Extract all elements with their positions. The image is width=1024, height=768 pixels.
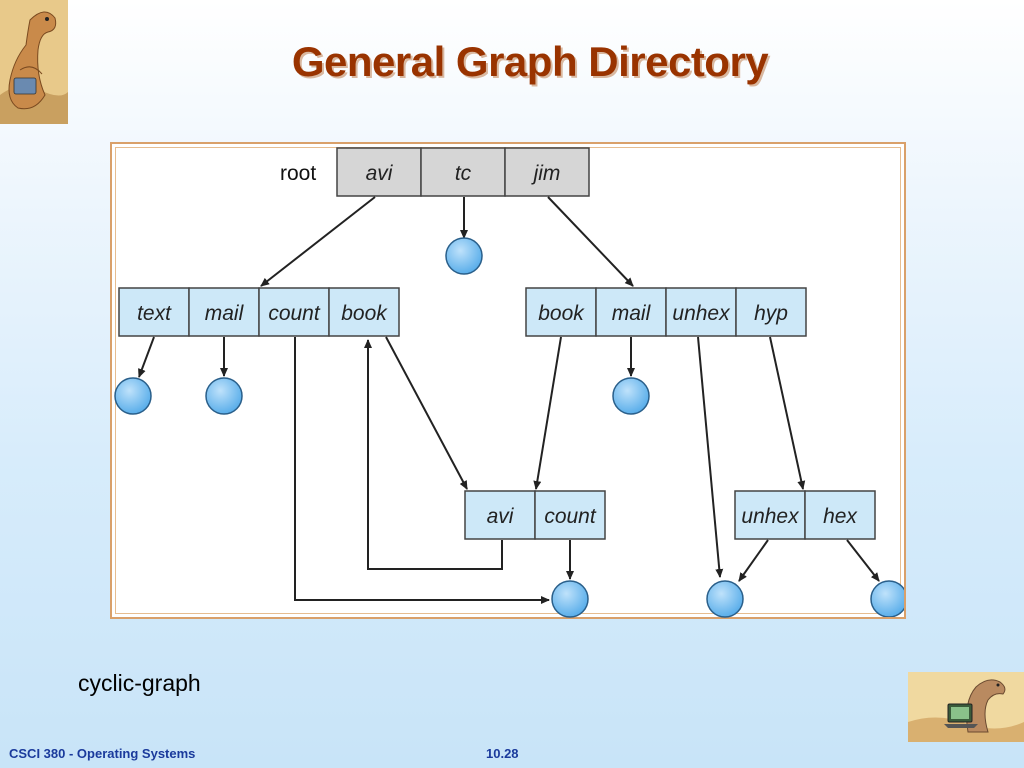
jim-directory: book mail unhex hyp	[525, 287, 807, 337]
file-node-avi-text	[114, 377, 152, 415]
avi-entry-text: text	[137, 302, 172, 325]
edge-text-to-file	[138, 336, 155, 378]
file-node-shared-count	[551, 580, 589, 618]
jim-entry-hyp: hyp	[754, 302, 788, 325]
file-node-jim-mail	[612, 377, 650, 415]
edge-jim-unhex-to-file	[697, 336, 724, 578]
edge-hyp-unhex-to-file	[738, 539, 769, 582]
edge-shared-avi-to-avi-book	[364, 339, 503, 570]
file-node-avi-mail	[205, 377, 243, 415]
edge-root-jim-to-jim-dir	[547, 196, 634, 287]
avi-entry-mail: mail	[205, 302, 245, 325]
edge-hyp-to-hyp-dir	[769, 336, 806, 490]
root-directory: avi tc jim	[336, 147, 590, 197]
jim-entry-book: book	[538, 302, 585, 325]
footer-page-number: 10.28	[486, 746, 519, 761]
dinosaur-logo-icon	[0, 0, 68, 124]
jim-entry-unhex: unhex	[672, 302, 731, 325]
hyp-directory: unhex hex	[734, 490, 876, 540]
avi-entry-book: book	[341, 302, 388, 325]
shared-directory: avi count	[464, 490, 606, 540]
avi-directory: text mail count book	[118, 287, 400, 337]
root-entry-tc: tc	[455, 162, 472, 185]
dinosaur-laptop-logo-icon	[908, 672, 1024, 742]
edge-book-to-shared-dir	[385, 336, 468, 490]
root-entry-jim: jim	[531, 162, 561, 185]
jim-entry-mail: mail	[612, 302, 652, 325]
edge-root-avi-to-avi-dir	[260, 196, 376, 287]
shared-entry-avi: avi	[487, 505, 515, 528]
hyp-entry-unhex: unhex	[741, 505, 800, 528]
edge-hyp-hex-to-file	[846, 539, 880, 582]
hyp-entry-hex: hex	[823, 505, 858, 528]
file-node-hex	[870, 580, 904, 617]
shared-entry-count: count	[544, 505, 597, 528]
file-node-tc	[445, 237, 483, 275]
footer-course: CSCI 380 - Operating Systems	[9, 746, 196, 761]
slide-title: General Graph Directory	[291, 38, 769, 85]
diagram-caption: cyclic-graph	[78, 670, 201, 696]
edge-count-to-shared-file	[294, 337, 550, 604]
avi-entry-count: count	[268, 302, 321, 325]
root-label: root	[280, 162, 316, 185]
file-node-unhex	[706, 580, 744, 618]
root-entry-avi: avi	[366, 162, 394, 185]
edge-jim-book-to-shared-dir	[533, 336, 562, 490]
